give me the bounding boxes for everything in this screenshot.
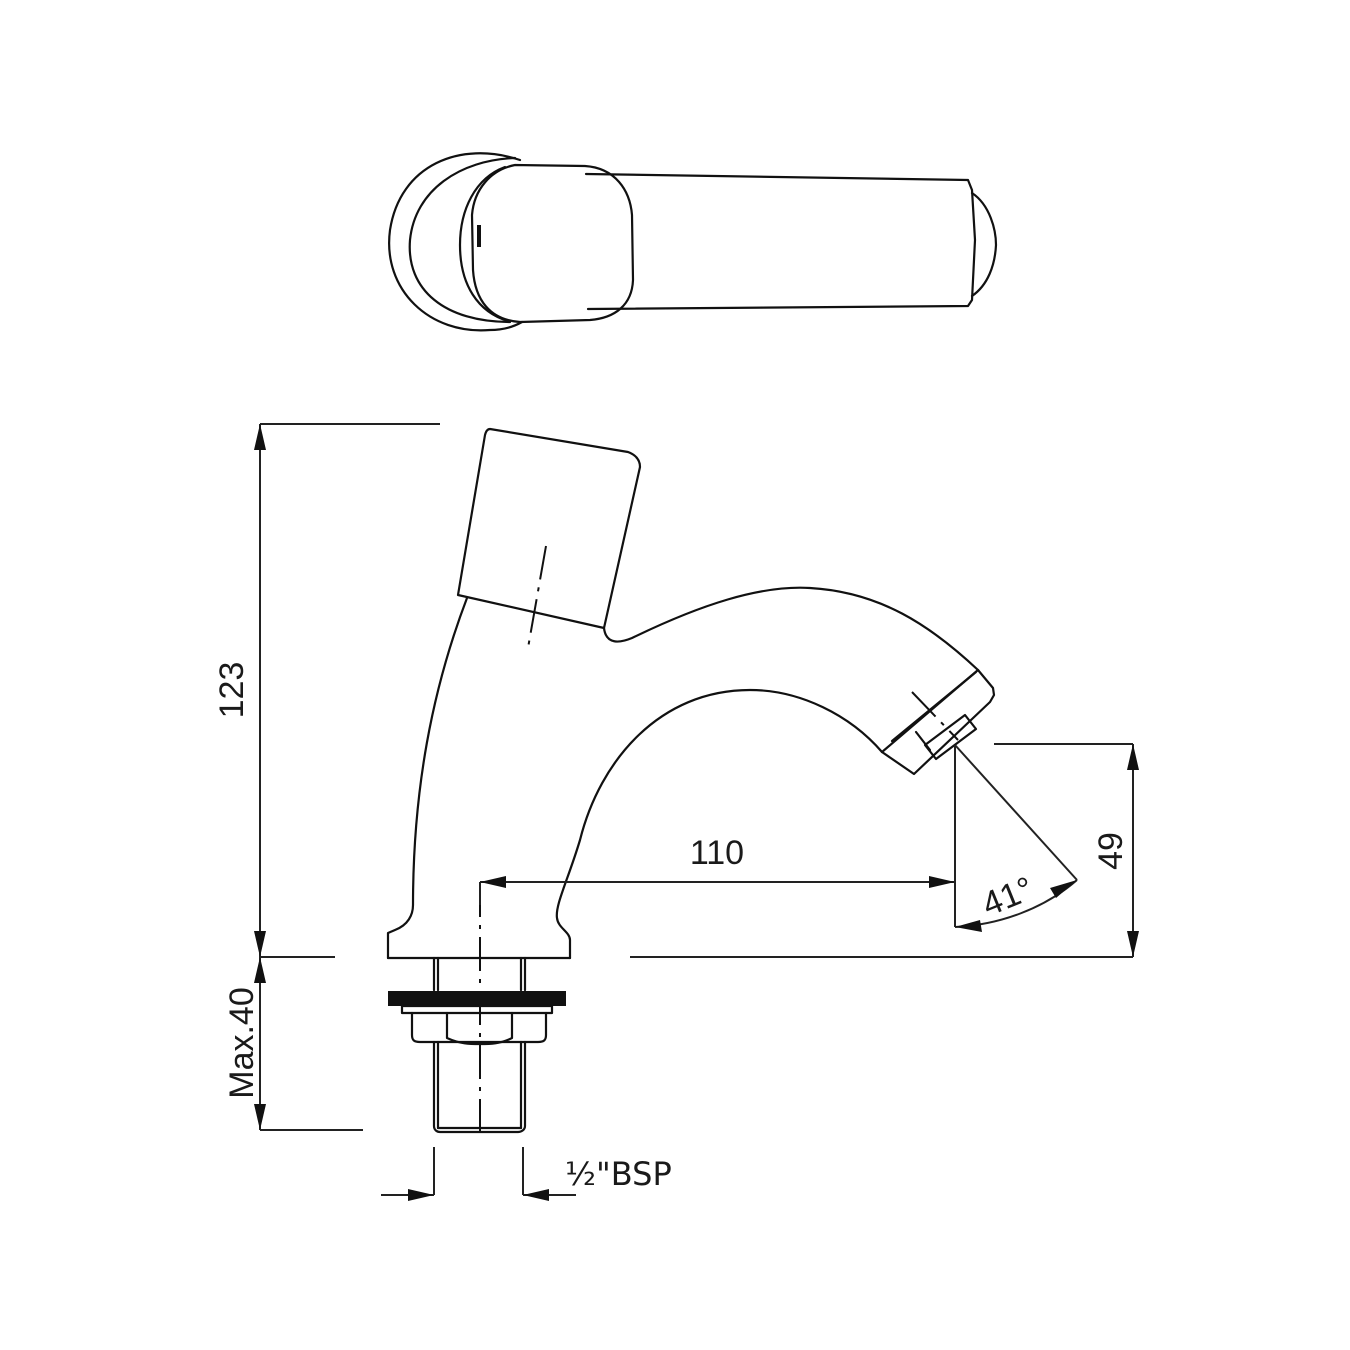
indicator-mark	[477, 225, 481, 247]
dim-label-123: 123	[213, 662, 251, 719]
outlet-angled-line	[954, 744, 1078, 881]
dimension-41deg: 41°	[954, 744, 1078, 932]
dimension-max40: Max.40	[223, 957, 363, 1131]
handle-block-outline	[456, 427, 642, 630]
rubber-washer	[388, 991, 566, 1006]
handle-centerline	[527, 545, 547, 649]
dim-label-41deg: 41°	[977, 870, 1039, 924]
spout-top-edge	[602, 586, 980, 672]
lever-end-cap	[970, 191, 998, 298]
dimension-bsp: ½"BSP	[381, 1147, 672, 1201]
arrow-up-icon	[1127, 744, 1139, 770]
handle-cap-outline	[470, 163, 635, 324]
dim-label-49: 49	[1092, 832, 1130, 870]
dimension-49: 49	[630, 743, 1139, 958]
dim-label-bsp: ½"BSP	[565, 1155, 672, 1193]
arrow-down-icon	[1127, 931, 1139, 957]
dim-label-110: 110	[690, 834, 744, 872]
base-disc-outline	[388, 152, 524, 332]
cap-back-curve	[458, 165, 510, 323]
dimension-123: 123	[213, 423, 440, 958]
arrow-left-icon	[523, 1189, 549, 1201]
aerator-divider	[890, 670, 978, 743]
aerator-insert	[923, 713, 978, 761]
arrow-up-icon	[254, 424, 266, 450]
dimension-110: 110	[479, 834, 955, 905]
dim-label-max40: Max.40	[223, 987, 261, 1099]
lever-body-outline	[584, 172, 977, 311]
top-view	[388, 152, 998, 332]
spout-underside	[555, 688, 884, 960]
arrow-left-icon	[955, 920, 982, 932]
arrow-down-icon	[254, 931, 266, 957]
nut-face-left	[445, 1011, 482, 1046]
nut-face-right	[478, 1011, 514, 1046]
shank-upper-left	[432, 956, 440, 992]
arrow-up-icon	[254, 957, 266, 983]
aerator-outlet-edge	[914, 730, 932, 752]
inner-ring-outline	[408, 156, 517, 324]
arrow-right-icon	[1050, 880, 1077, 898]
flat-washer	[400, 1004, 554, 1015]
shank-upper-right	[519, 956, 527, 992]
aerator-housing	[880, 668, 996, 776]
arrow-down-icon	[254, 1104, 266, 1130]
mounting-assembly	[388, 883, 566, 1140]
arrow-right-icon	[408, 1189, 434, 1201]
aerator-axis	[911, 691, 959, 741]
body-left-edge	[386, 596, 469, 960]
arrow-left-icon	[480, 876, 506, 888]
side-view	[386, 427, 996, 960]
arrow-right-icon	[929, 876, 955, 888]
lock-nut	[410, 1011, 548, 1044]
